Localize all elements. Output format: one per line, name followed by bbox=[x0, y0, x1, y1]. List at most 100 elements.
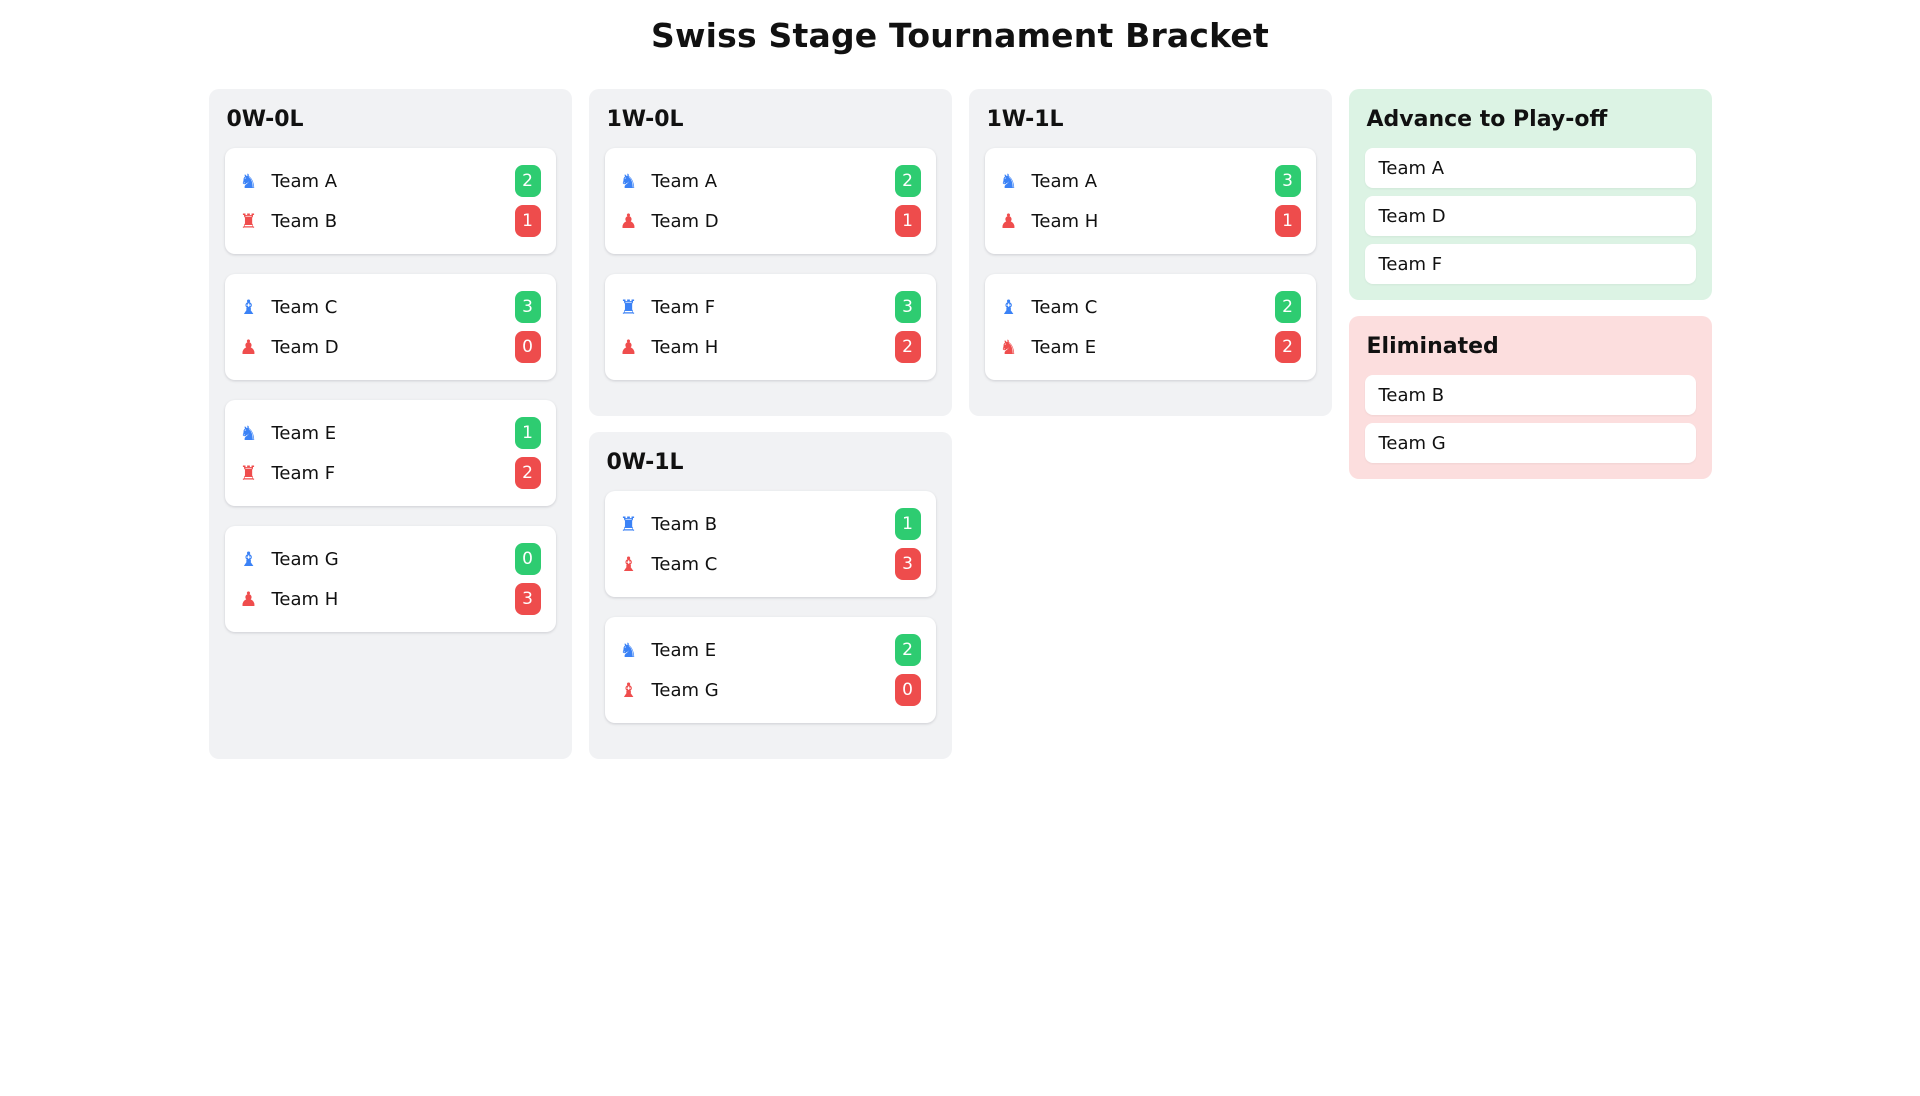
knight-icon: ♞ bbox=[239, 169, 258, 193]
section-header: 1W-1L bbox=[986, 107, 1064, 132]
section-0w-1l: 0W-1L ♜ Team B 1 ♝ Team C 3 ♞ Team E 2 bbox=[588, 432, 952, 759]
section-header: 0W-1L bbox=[606, 450, 684, 475]
match-card: ♜ Team F 3 ♟ Team H 2 bbox=[604, 274, 936, 380]
score-badge: 1 bbox=[1274, 205, 1301, 237]
team-name: Team G bbox=[271, 548, 339, 570]
team-row: ♝ Team C 3 bbox=[620, 544, 921, 584]
eliminated-team-row: Team B bbox=[1364, 375, 1696, 415]
advance-header: Advance to Play-off bbox=[1366, 107, 1608, 132]
section-1w-0l: 1W-0L ♞ Team A 2 ♟ Team D 1 ♜ Team F 3 bbox=[588, 89, 952, 416]
team-name: Team H bbox=[271, 588, 339, 610]
score-badge: 2 bbox=[514, 457, 541, 489]
team-row: ♞ Team A 2 bbox=[240, 161, 541, 201]
knight-icon: ♞ bbox=[619, 638, 638, 662]
rook-icon: ♜ bbox=[239, 461, 258, 485]
score-badge: 3 bbox=[514, 583, 541, 615]
score-badge: 2 bbox=[894, 634, 921, 666]
score-badge: 1 bbox=[894, 205, 921, 237]
team-row: ♞ Team E 2 bbox=[1000, 327, 1301, 367]
team-name: Team D bbox=[651, 210, 719, 232]
match-card: ♞ Team E 1 ♜ Team F 2 bbox=[224, 400, 556, 506]
score-badge: 1 bbox=[894, 508, 921, 540]
pawn-icon: ♟ bbox=[619, 335, 638, 359]
team-name: Team F bbox=[651, 296, 716, 318]
rook-icon: ♜ bbox=[619, 295, 638, 319]
score-badge: 1 bbox=[514, 417, 541, 449]
score-badge: 3 bbox=[1274, 165, 1301, 197]
eliminated-panel: Eliminated Team B Team G bbox=[1348, 316, 1712, 479]
score-badge: 2 bbox=[1274, 331, 1301, 363]
match-card: ♞ Team A 2 ♜ Team B 1 bbox=[224, 148, 556, 254]
column-1: 0W-0L ♞ Team A 2 ♜ Team B 1 ♝ Team C 3 bbox=[208, 89, 572, 759]
match-card: ♞ Team E 2 ♝ Team G 0 bbox=[604, 617, 936, 723]
column-2: 1W-0L ♞ Team A 2 ♟ Team D 1 ♜ Team F 3 bbox=[588, 89, 952, 759]
pawn-icon: ♟ bbox=[619, 209, 638, 233]
section-1w-1l: 1W-1L ♞ Team A 3 ♟ Team H 1 ♝ Team C 2 bbox=[968, 89, 1332, 416]
score-badge: 0 bbox=[514, 331, 541, 363]
advance-team-row: Team F bbox=[1364, 244, 1696, 284]
score-badge: 1 bbox=[514, 205, 541, 237]
team-row: ♝ Team G 0 bbox=[240, 539, 541, 579]
pawn-icon: ♟ bbox=[999, 209, 1018, 233]
team-row: ♜ Team F 2 bbox=[240, 453, 541, 493]
bishop-icon: ♝ bbox=[619, 678, 638, 702]
pawn-icon: ♟ bbox=[239, 335, 258, 359]
team-row: ♝ Team G 0 bbox=[620, 670, 921, 710]
match-card: ♞ Team A 2 ♟ Team D 1 bbox=[604, 148, 936, 254]
knight-icon: ♞ bbox=[239, 421, 258, 445]
score-badge: 0 bbox=[894, 674, 921, 706]
bishop-icon: ♝ bbox=[619, 552, 638, 576]
score-badge: 3 bbox=[894, 291, 921, 323]
section-header: 1W-0L bbox=[606, 107, 684, 132]
score-badge: 2 bbox=[514, 165, 541, 197]
bracket-board: 0W-0L ♞ Team A 2 ♜ Team B 1 ♝ Team C 3 bbox=[208, 89, 1712, 759]
score-badge: 2 bbox=[894, 331, 921, 363]
team-row: ♞ Team A 2 bbox=[620, 161, 921, 201]
eliminated-header: Eliminated bbox=[1366, 334, 1499, 359]
team-row: ♜ Team B 1 bbox=[620, 504, 921, 544]
team-name: Team A bbox=[1031, 170, 1098, 192]
match-card: ♝ Team C 3 ♟ Team D 0 bbox=[224, 274, 556, 380]
team-row: ♜ Team B 1 bbox=[240, 201, 541, 241]
section-0w-0l: 0W-0L ♞ Team A 2 ♜ Team B 1 ♝ Team C 3 bbox=[208, 89, 572, 759]
team-name: Team D bbox=[271, 336, 339, 358]
team-name: Team E bbox=[1031, 336, 1097, 358]
team-row: ♟ Team H 3 bbox=[240, 579, 541, 619]
team-row: ♞ Team A 3 bbox=[1000, 161, 1301, 201]
match-card: ♝ Team C 2 ♞ Team E 2 bbox=[984, 274, 1316, 380]
bishop-icon: ♝ bbox=[999, 295, 1018, 319]
match-card: ♝ Team G 0 ♟ Team H 3 bbox=[224, 526, 556, 632]
team-name: Team G bbox=[651, 679, 719, 701]
team-row: ♟ Team D 0 bbox=[240, 327, 541, 367]
column-3: 1W-1L ♞ Team A 3 ♟ Team H 1 ♝ Team C 2 bbox=[968, 89, 1332, 759]
team-row: ♞ Team E 1 bbox=[240, 413, 541, 453]
score-badge: 2 bbox=[1274, 291, 1301, 323]
knight-icon: ♞ bbox=[999, 169, 1018, 193]
team-row: ♞ Team E 2 bbox=[620, 630, 921, 670]
bishop-icon: ♝ bbox=[239, 547, 258, 571]
team-name: Team C bbox=[651, 553, 718, 575]
team-name: Team C bbox=[1031, 296, 1098, 318]
match-card: ♜ Team B 1 ♝ Team C 3 bbox=[604, 491, 936, 597]
team-row: ♟ Team D 1 bbox=[620, 201, 921, 241]
team-name: Team F bbox=[271, 462, 336, 484]
advance-team-row: Team A bbox=[1364, 148, 1696, 188]
section-header: 0W-0L bbox=[226, 107, 304, 132]
team-name: Team E bbox=[271, 422, 337, 444]
advance-panel: Advance to Play-off Team A Team D Team F bbox=[1348, 89, 1712, 300]
team-name: Team A bbox=[651, 170, 718, 192]
match-card: ♞ Team A 3 ♟ Team H 1 bbox=[984, 148, 1316, 254]
column-4: Advance to Play-off Team A Team D Team F… bbox=[1348, 89, 1712, 759]
pawn-icon: ♟ bbox=[239, 587, 258, 611]
team-row: ♜ Team F 3 bbox=[620, 287, 921, 327]
team-name: Team B bbox=[651, 513, 718, 535]
eliminated-team-row: Team G bbox=[1364, 423, 1696, 463]
team-name: Team E bbox=[651, 639, 717, 661]
team-name: Team H bbox=[651, 336, 719, 358]
team-row: ♟ Team H 2 bbox=[620, 327, 921, 367]
score-badge: 3 bbox=[894, 548, 921, 580]
page-title: Swiss Stage Tournament Bracket bbox=[651, 16, 1269, 55]
team-row: ♝ Team C 3 bbox=[240, 287, 541, 327]
score-badge: 3 bbox=[514, 291, 541, 323]
rook-icon: ♜ bbox=[239, 209, 258, 233]
